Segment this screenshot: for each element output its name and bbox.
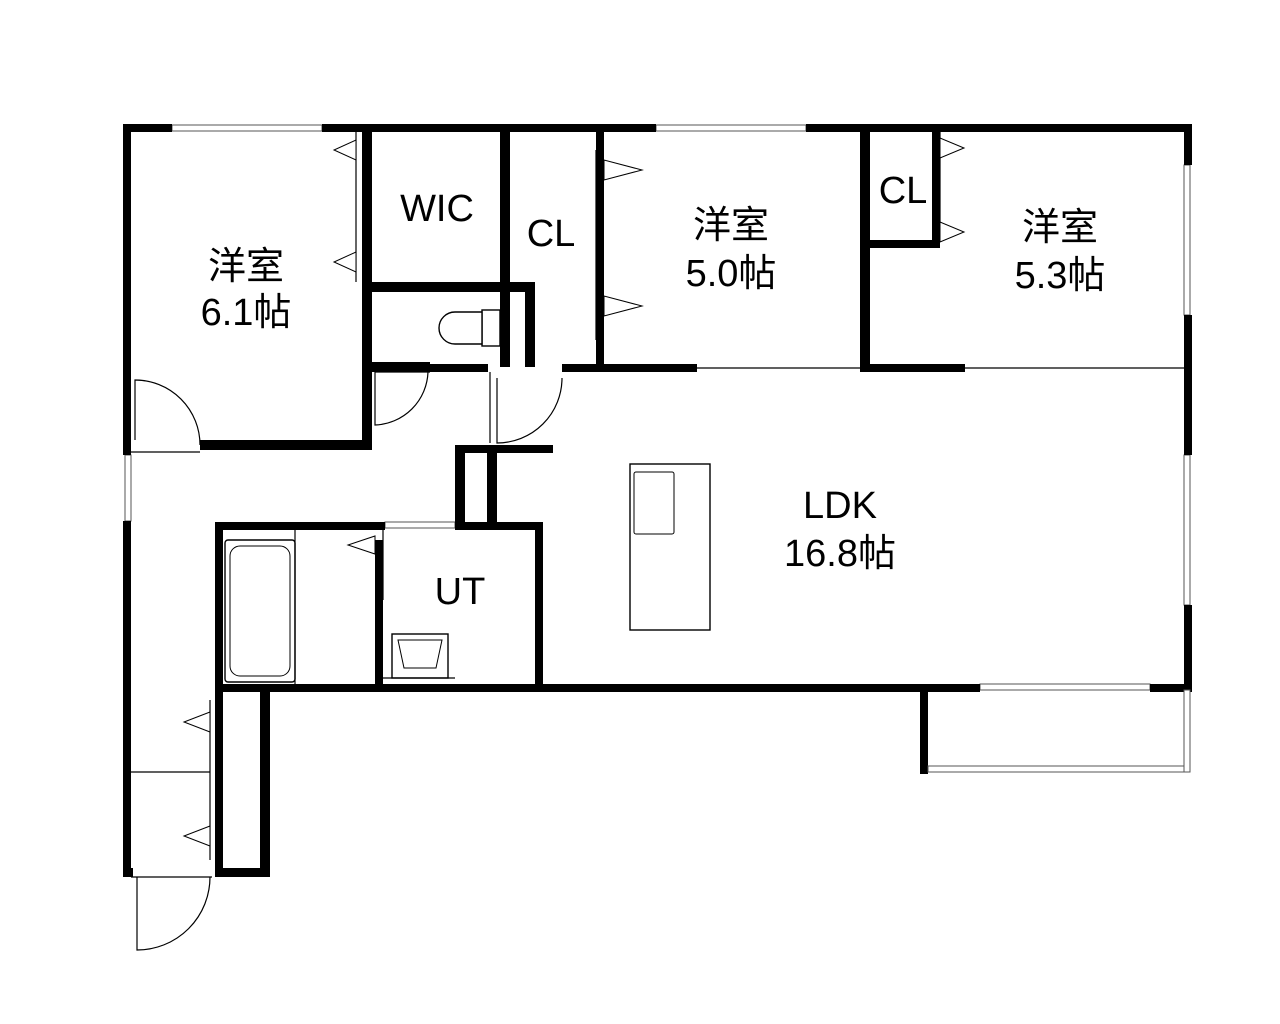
western3-name: 洋室 bbox=[1022, 207, 1098, 249]
doors bbox=[131, 371, 563, 951]
kitchen-counter bbox=[629, 463, 711, 631]
cl2-name: CL bbox=[879, 170, 928, 212]
window-western2-top bbox=[655, 124, 807, 132]
door-ldk bbox=[489, 372, 563, 444]
wash-basin bbox=[383, 633, 455, 679]
door-toilet bbox=[374, 371, 429, 426]
bathtub bbox=[224, 530, 296, 684]
window-ut-top bbox=[384, 521, 456, 529]
western1-size: 6.1帖 bbox=[201, 292, 292, 334]
window-ldk-bottom bbox=[979, 683, 1151, 691]
ldk-name: LDK bbox=[803, 485, 877, 527]
closet-lines bbox=[131, 132, 1184, 860]
western2-size: 5.0帖 bbox=[686, 253, 777, 295]
door-entrance bbox=[136, 876, 211, 951]
western2-name: 洋室 bbox=[693, 205, 769, 247]
closet-doors bbox=[182, 137, 966, 847]
window-ldk-right bbox=[1183, 454, 1191, 606]
windows bbox=[124, 124, 1191, 691]
ut-name: UT bbox=[435, 571, 486, 613]
room-labels: 洋室 6.1帖 WIC CL 洋室 5.0帖 CL 洋室 5.3帖 LDK 16… bbox=[201, 170, 1106, 613]
window-hall-left bbox=[124, 454, 132, 522]
western3-size: 5.3帖 bbox=[1015, 255, 1106, 297]
cl1-name: CL bbox=[527, 213, 576, 255]
walls bbox=[123, 124, 1192, 877]
window-western3-right bbox=[1183, 164, 1191, 316]
window-western1-top bbox=[171, 124, 323, 132]
western1-name: 洋室 bbox=[208, 246, 284, 288]
door-western1 bbox=[134, 379, 201, 446]
ldk-size: 16.8帖 bbox=[784, 533, 896, 575]
toilet-fixture bbox=[438, 309, 501, 347]
balcony bbox=[927, 689, 1191, 773]
wic-name: WIC bbox=[400, 188, 474, 230]
